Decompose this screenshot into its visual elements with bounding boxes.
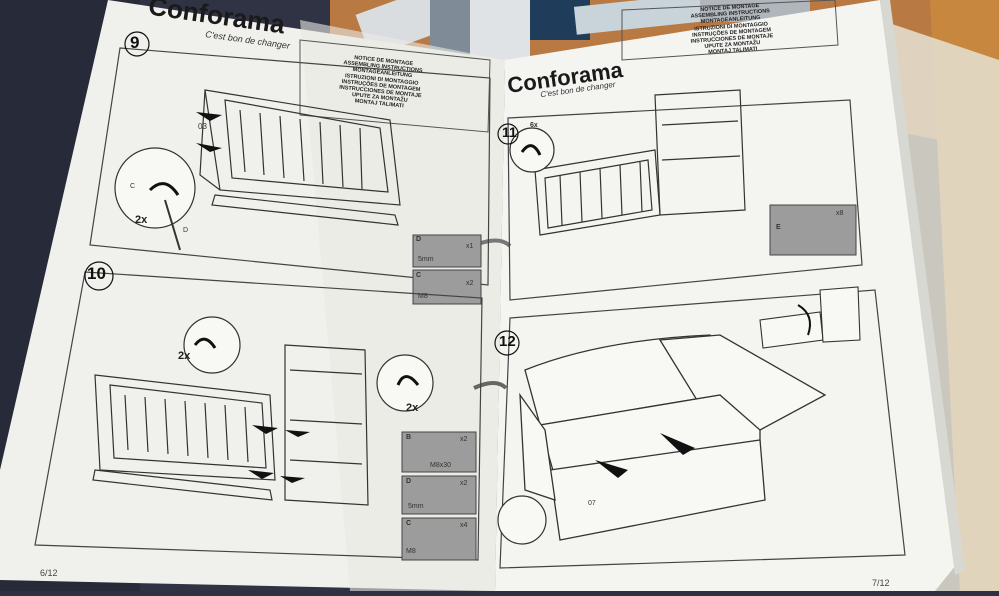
binder-ring-bottom — [473, 381, 508, 390]
step9-part-d-qty: x1 — [466, 243, 474, 250]
step11-part-e-letter: E — [776, 224, 781, 231]
step11-drawing — [534, 89, 746, 236]
step9-sofa-back — [199, 89, 401, 226]
step9-part-d-letter: D — [416, 236, 422, 243]
step10-part-d-qty: x2 — [460, 480, 468, 487]
step12-frame — [499, 289, 906, 569]
step12-part-label: 07 — [588, 500, 596, 507]
step10-part-d-letter: D — [406, 478, 412, 485]
step10-count-left: 2x — [178, 350, 191, 362]
step10-part-c-size: M8 — [406, 548, 416, 555]
step10-part-c-letter: C — [406, 520, 412, 527]
right-notice-block: NOTICE DE MONTAGE ASSEMBLING INSTRUCTION… — [688, 2, 774, 57]
left-notice-block: NOTICE DE MONTAGE ASSEMBLING INSTRUCTION… — [338, 54, 425, 112]
step-9-number: 9 — [130, 33, 140, 52]
step-11-number: 11 — [502, 124, 517, 140]
step9-callout-c: C — [130, 183, 136, 190]
step10-count-right: 2x — [406, 402, 419, 414]
step9-part-d — [412, 234, 482, 268]
step11-count: 6x — [530, 122, 538, 129]
step9-count: 2x — [135, 214, 148, 226]
step10-part-b — [401, 431, 477, 473]
step9-part-c-qty: x2 — [466, 280, 474, 287]
step10-part-d-size: 5mm — [408, 503, 424, 510]
step10-part-c — [401, 517, 477, 561]
step9-detail-circle — [114, 147, 196, 229]
step10-detail-right — [376, 354, 434, 412]
step9-part-c-letter: C — [416, 272, 422, 279]
left-page-number: 6/12 — [40, 568, 58, 578]
step10-part-d — [401, 475, 477, 515]
step9-part-label: 03 — [198, 122, 207, 131]
step11-part-e — [769, 204, 857, 256]
step9-part-d-size: 5mm — [418, 256, 434, 263]
step11-part-e-qty: x8 — [836, 210, 844, 217]
step10-sofa — [92, 344, 369, 506]
step11-frame — [507, 99, 863, 301]
step10-frame — [34, 271, 483, 561]
step-10-number: 10 — [87, 264, 106, 283]
step9-callout-d: D — [183, 227, 189, 234]
step9-frame — [89, 47, 491, 286]
step10-part-c-qty: x4 — [460, 522, 468, 529]
right-page-number: 7/12 — [872, 578, 890, 588]
step-12-number: 12 — [499, 333, 516, 350]
step9-part-c-size: M8 — [418, 293, 428, 300]
step10-part-b-size: M8x30 — [430, 462, 452, 469]
binder-ring-top — [477, 238, 512, 248]
step10-part-b-letter: B — [406, 434, 412, 441]
step9-part-c — [412, 269, 482, 305]
step10-part-b-qty: x2 — [460, 436, 468, 443]
